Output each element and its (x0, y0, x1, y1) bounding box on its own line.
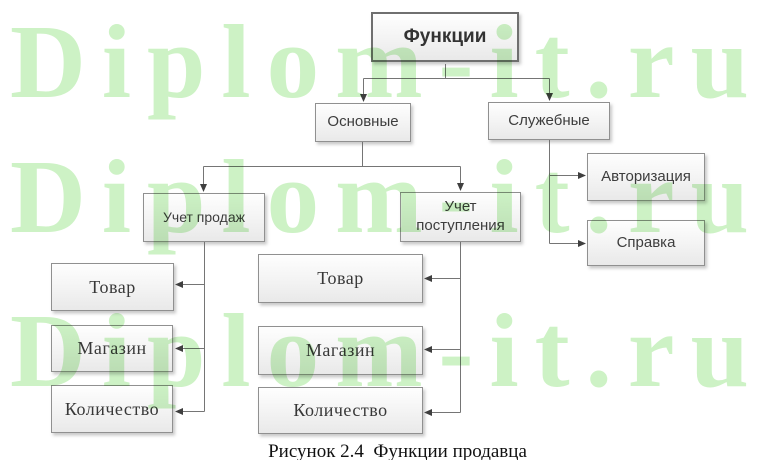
node-prodazh-kolichestvo: Количество (51, 385, 173, 433)
node-postupleniya-tovar: Товар (258, 254, 423, 303)
node-funkcii: Функции (371, 12, 519, 62)
node-uchet-postupleniya: Учет поступления (400, 192, 521, 242)
figure-caption: Рисунок 2.4 Функции продавца (268, 441, 527, 460)
node-avtorizaciya: Авторизация (587, 153, 705, 201)
node-uchet-prodazh: Учет продаж (143, 193, 265, 242)
node-spravka: Справка (587, 220, 705, 266)
node-osnovnye: Основные (315, 103, 411, 142)
node-prodazh-magazin: Магазин (51, 325, 173, 372)
node-postupleniya-kolichestvo: Количество (258, 387, 423, 434)
node-postupleniya-magazin: Магазин (258, 326, 423, 375)
node-sluzhebnye: Служебные (488, 102, 610, 140)
node-prodazh-tovar: Товар (51, 263, 174, 311)
